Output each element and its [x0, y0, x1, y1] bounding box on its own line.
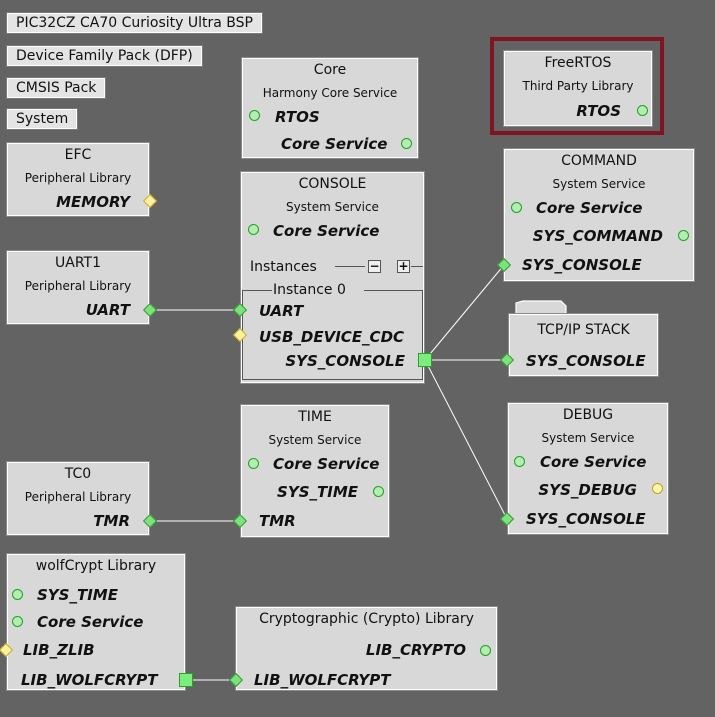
- port-label: Core Service: [273, 455, 380, 473]
- port-label: LIB_WOLFCRYPT: [254, 671, 391, 689]
- instances-rule: [411, 266, 423, 267]
- node-title: FreeRTOS: [544, 55, 612, 71]
- core-node[interactable]: Core Harmony Core Service RTOS Core Serv…: [241, 57, 419, 159]
- node-subtitle: Harmony Core Service: [262, 86, 398, 100]
- instance0-frame: [242, 290, 423, 380]
- wire-console-debug: [424, 359, 508, 520]
- port-label: SYS_TIME: [37, 586, 118, 604]
- instances-label: Instances: [250, 259, 317, 275]
- node-subtitle: Peripheral Library: [24, 279, 132, 293]
- selection-highlight: [490, 37, 664, 135]
- efc-node[interactable]: EFC Peripheral Library MEMORY: [6, 142, 150, 217]
- node-title: wolfCrypt Library: [35, 558, 157, 574]
- debug-core-port[interactable]: [514, 456, 525, 467]
- console-core-port[interactable]: [248, 224, 259, 235]
- port-label: SYS_CONSOLE: [522, 256, 642, 274]
- wolfcrypt-core-port[interactable]: [12, 616, 23, 627]
- port-label: UART: [259, 302, 304, 320]
- time-node[interactable]: TIME System Service Core Service SYS_TIM…: [240, 404, 390, 538]
- port-label: MEMORY: [56, 193, 130, 211]
- wolfcrypt-lib-port[interactable]: [179, 673, 193, 687]
- node-title: TCP/IP STACK: [537, 322, 630, 338]
- freertos-rtos-port[interactable]: [637, 105, 648, 116]
- cmsis-component[interactable]: CMSIS Pack: [5, 77, 107, 99]
- port-label: SYS_CONSOLE: [285, 352, 405, 370]
- port-label: RTOS: [576, 102, 621, 120]
- port-label: TMR: [259, 512, 296, 530]
- freertos-node[interactable]: FreeRTOS Third Party Library RTOS: [503, 50, 653, 127]
- core-rtos-port[interactable]: [249, 110, 260, 121]
- port-label: LIB_CRYPTO: [365, 641, 466, 659]
- instance0-label: Instance 0: [273, 282, 346, 298]
- node-title: CONSOLE: [298, 176, 367, 192]
- port-label: USB_DEVICE_CDC: [259, 328, 405, 346]
- instance-rule: [242, 290, 272, 291]
- wire-console-command: [424, 264, 505, 361]
- node-title: COMMAND: [561, 153, 637, 169]
- port-label: Core Service: [281, 135, 388, 153]
- folder-tab-icon: [515, 300, 567, 315]
- dfp-component[interactable]: Device Family Pack (DFP): [6, 45, 203, 67]
- remove-instance-button[interactable]: −: [368, 259, 381, 273]
- port-label: SYS_DEBUG: [538, 481, 637, 499]
- port-label: RTOS: [275, 108, 320, 126]
- port-label: SYS_COMMAND: [532, 227, 663, 245]
- command-node[interactable]: COMMAND System Service Core Service SYS_…: [503, 148, 695, 282]
- port-label: SYS_TIME: [277, 483, 358, 501]
- tc0-node[interactable]: TC0 Peripheral Library TMR: [6, 461, 150, 536]
- node-title: TIME: [298, 409, 332, 425]
- node-subtitle: System Service: [268, 433, 362, 447]
- port-label: Core Service: [273, 222, 380, 240]
- port-label: UART: [85, 301, 130, 319]
- wolfcrypt-node[interactable]: wolfCrypt Library SYS_TIME Core Service …: [6, 553, 186, 691]
- uart1-node[interactable]: UART1 Peripheral Library UART: [6, 250, 150, 325]
- node-subtitle: System Service: [286, 200, 379, 214]
- time-sys-time-port[interactable]: [373, 486, 384, 497]
- port-label: Core Service: [536, 199, 643, 217]
- command-sys-command-port[interactable]: [678, 230, 689, 241]
- node-title: EFC: [64, 147, 92, 163]
- node-subtitle: Peripheral Library: [24, 171, 132, 185]
- bsp-component[interactable]: PIC32CZ CA70 Curiosity Ultra BSP: [6, 12, 263, 34]
- debug-node[interactable]: DEBUG System Service Core Service SYS_DE…: [507, 402, 669, 535]
- port-label: LIB_ZLIB: [23, 641, 95, 659]
- debug-sys-debug-port[interactable]: [652, 483, 663, 494]
- console-node[interactable]: CONSOLE System Service Core Service Inst…: [240, 171, 425, 384]
- core-service-port[interactable]: [401, 138, 412, 149]
- add-instance-button[interactable]: +: [397, 259, 410, 273]
- port-label: SYS_CONSOLE: [526, 352, 646, 370]
- wolfcrypt-sys-time-port[interactable]: [12, 589, 23, 600]
- node-subtitle: Peripheral Library: [24, 490, 132, 504]
- command-core-port[interactable]: [511, 202, 522, 213]
- time-core-port[interactable]: [248, 458, 259, 469]
- node-title: Core: [313, 62, 347, 78]
- node-subtitle: Third Party Library: [522, 79, 634, 93]
- port-label: SYS_CONSOLE: [526, 510, 646, 528]
- crypto-node[interactable]: Cryptographic (Crypto) Library LIB_CRYPT…: [235, 606, 498, 691]
- instances-rule: [335, 266, 365, 267]
- port-label: LIB_WOLFCRYPT: [21, 671, 158, 689]
- port-label: TMR: [93, 512, 130, 530]
- system-component[interactable]: System: [5, 108, 79, 130]
- node-subtitle: System Service: [541, 431, 635, 445]
- node-title: Cryptographic (Crypto) Library: [259, 611, 474, 627]
- tcpip-node[interactable]: TCP/IP STACK SYS_CONSOLE: [508, 313, 659, 377]
- node-title: UART1: [55, 255, 101, 271]
- node-title: DEBUG: [562, 407, 614, 423]
- node-title: TC0: [64, 466, 92, 482]
- port-label: Core Service: [37, 613, 144, 631]
- console-sys-console-port[interactable]: [418, 353, 432, 367]
- node-subtitle: System Service: [552, 177, 646, 191]
- port-label: Core Service: [540, 453, 647, 471]
- instance-rule: [364, 290, 423, 291]
- crypto-lib-port[interactable]: [480, 645, 491, 656]
